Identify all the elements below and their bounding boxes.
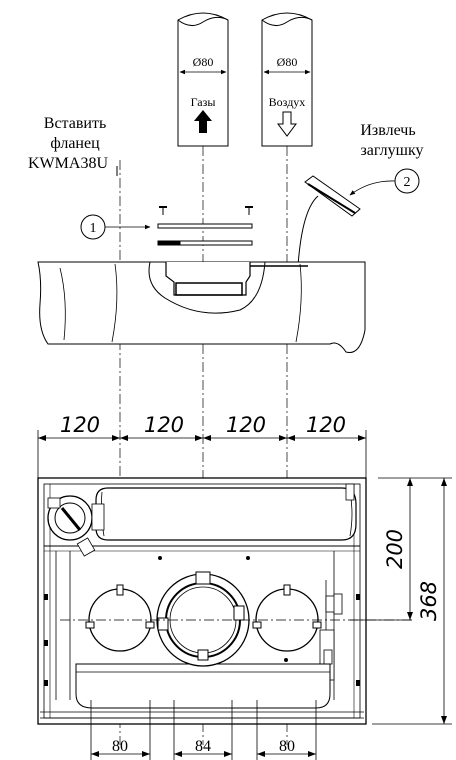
- callout-right-line2: заглушку: [360, 142, 423, 159]
- dim-vertical-368: 368: [417, 581, 441, 621]
- dim-top-3: 120: [226, 413, 266, 437]
- callout-number-1: 1: [90, 221, 97, 236]
- dimension-vertical: [372, 477, 452, 725]
- air-pipe-label: Воздух: [269, 95, 306, 109]
- dimension-top-spacing: 120 120 120 120: [37, 413, 367, 478]
- dim-bottom-1: 80: [112, 738, 128, 755]
- dim-bottom-3: 80: [279, 738, 295, 755]
- gas-pipe-diameter: Ø80: [193, 55, 214, 69]
- air-pipe: Ø80 Воздух: [261, 12, 313, 147]
- dim-top-4: 120: [306, 413, 346, 437]
- plug-cap: [297, 175, 361, 267]
- gas-pipe: Ø80 Газы: [177, 12, 229, 147]
- callout-left-line1: Вставить: [44, 115, 106, 132]
- dim-vertical-200: 200: [383, 529, 407, 569]
- flange-kit: [157, 206, 253, 246]
- callout-right-line1: Извлечь: [360, 122, 415, 139]
- callout-insert-flange: Вставить фланец KWMA38U: [28, 115, 118, 176]
- callout-left-line3: KWMA38U: [28, 155, 108, 172]
- dimension-bottom-spacing: [90, 700, 317, 760]
- callout-marker-2: 2: [349, 168, 420, 196]
- callout-marker-1: 1: [80, 214, 151, 240]
- gas-up-arrow-icon: [194, 110, 212, 133]
- callout-left-line2: фланец: [50, 135, 100, 152]
- air-down-arrow-icon: [277, 111, 297, 137]
- gas-pipe-label: Газы: [191, 95, 216, 109]
- dim-top-2: 120: [144, 413, 184, 437]
- opening-center: [156, 571, 250, 667]
- dim-top-1: 120: [60, 413, 100, 437]
- callout-number-2: 2: [404, 175, 411, 190]
- callout-remove-plug: Извлечь заглушку: [360, 122, 423, 159]
- air-pipe-diameter: Ø80: [277, 55, 298, 69]
- boiler-top-section: [37, 261, 366, 354]
- dim-bottom-2: 84: [195, 738, 211, 755]
